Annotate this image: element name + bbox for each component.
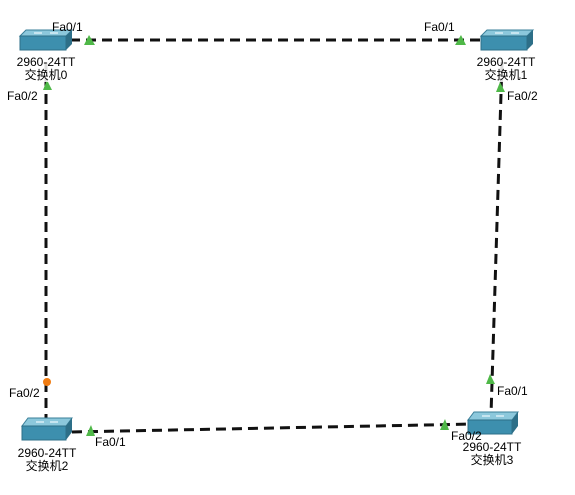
device-model: 2960-24TT [16,55,76,69]
device-name: 交换机2 [25,459,69,473]
port-up-light [486,374,495,384]
port-label-sw3-fa01: Fa0/1 [497,384,528,398]
switch-icon[interactable] [467,411,519,435]
switch-icon[interactable] [479,29,535,51]
port-blocking-light [43,378,51,386]
device-label-sw3[interactable]: 2960-24TT 交换机3 [460,441,524,467]
port-up-light [86,425,95,436]
device-name: 交换机3 [470,453,514,467]
port-up-light [440,419,449,430]
port-label-sw1-fa01: Fa0/1 [424,20,455,34]
switch-icon[interactable] [21,417,73,441]
port-label-sw2-fa02: Fa0/2 [9,386,40,400]
switch-icon[interactable] [18,29,74,51]
port-label-sw1-fa02: Fa0/2 [507,89,538,103]
device-model: 2960-24TT [462,440,522,454]
device-label-sw2[interactable]: 2960-24TT 交换机2 [15,447,79,473]
device-model: 2960-24TT [17,446,77,460]
port-label-sw0-fa01: Fa0/1 [52,20,83,34]
port-up-light [43,80,52,90]
port-label-sw2-fa01: Fa0/1 [95,435,126,449]
device-name: 交换机1 [484,68,528,82]
port-up-light [84,35,95,45]
port-up-light [496,82,505,92]
device-model: 2960-24TT [476,55,536,69]
cable-sw1-sw3[interactable] [489,61,504,416]
device-name: 交换机0 [24,68,68,82]
cable-sw2-sw3[interactable] [71,422,476,434]
port-label-sw0-fa02: Fa0/2 [7,89,38,103]
port-up-light [455,35,466,45]
device-label-sw0[interactable]: 2960-24TT 交换机0 [14,56,78,82]
port-label-sw3-fa02: Fa0/2 [451,429,482,443]
device-label-sw1[interactable]: 2960-24TT 交换机1 [474,56,538,82]
